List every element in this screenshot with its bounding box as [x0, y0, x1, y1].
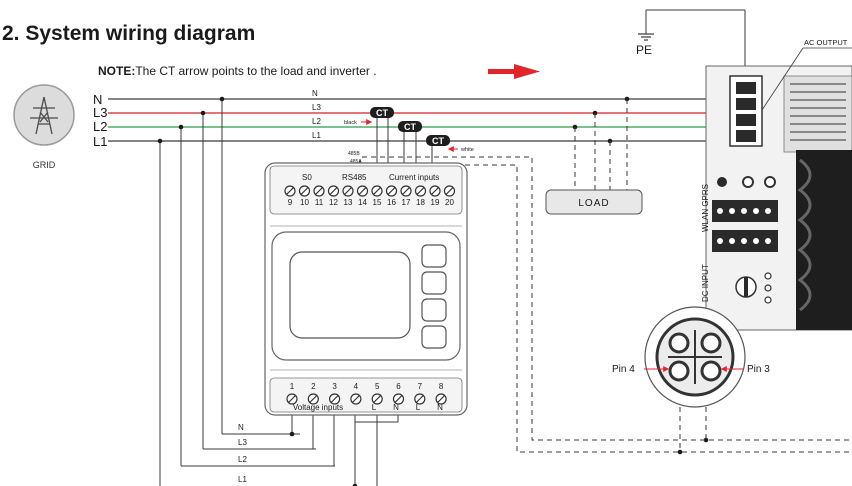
- terminal-slot: [373, 395, 382, 403]
- terminal-slot: [315, 187, 323, 195]
- meter-group-rs485: RS485: [342, 173, 367, 182]
- bottom-label-l3: L3: [238, 438, 247, 447]
- terminal-slot: [415, 395, 424, 403]
- meter-top-terminal-20: 20: [445, 198, 454, 207]
- meter-bottom-terminal-4: 4: [354, 382, 359, 391]
- grid-tower-icon: [13, 84, 75, 146]
- inverter: [705, 65, 852, 331]
- meter-sub-n-1: N: [393, 403, 399, 412]
- pin4-label: Pin 4: [612, 364, 635, 375]
- meter-top-terminal-18: 18: [416, 198, 425, 207]
- note-label: NOTE:: [98, 64, 136, 78]
- ac-output-label: AC OUTPUT: [804, 38, 848, 47]
- meter-bottom-terminal-5: 5: [375, 382, 380, 391]
- meter-sub-l-2: L: [416, 403, 421, 412]
- ac-output-leader: [761, 47, 804, 111]
- note-arrow-icon: [488, 64, 540, 79]
- meter-top-terminal-19: 19: [431, 198, 440, 207]
- meter-bottom-terminals: 1 2 3 4 5 6 7 8: [286, 382, 447, 405]
- terminal-slot: [402, 187, 410, 195]
- terminal-slot: [288, 395, 296, 403]
- meter-group-s0: S0: [302, 173, 312, 182]
- meter-sub-n-2: N: [437, 403, 443, 412]
- load-box: LOAD: [545, 189, 643, 215]
- bus-label-n: N: [93, 92, 102, 107]
- load-wiring: [574, 99, 628, 190]
- svg-text:LOAD: LOAD: [578, 198, 609, 209]
- bus-mid-l3: L3: [312, 103, 321, 112]
- meter-group-current: Current inputs: [389, 173, 439, 182]
- terminal-slot: [329, 187, 338, 195]
- inverter-dc-input: DC INPUT: [701, 264, 710, 302]
- bus-label-l1: L1: [93, 134, 107, 149]
- bus-mid-l1: L1: [312, 131, 321, 140]
- bus-mid-l2: L2: [312, 117, 321, 126]
- meter-bottom-terminal-8: 8: [439, 382, 444, 391]
- bottom-label-l1: L1: [238, 475, 247, 484]
- meter-top-terminal-10: 10: [300, 198, 309, 207]
- terminal-slot: [445, 187, 454, 195]
- ct-note: NOTE:The CT arrow points to the load and…: [98, 64, 377, 78]
- terminal-slot: [437, 395, 446, 403]
- meter-voltage-inputs: Voltage inputs: [293, 403, 343, 412]
- bus-mid-n: N: [312, 89, 318, 98]
- pe-label: PE: [636, 43, 652, 57]
- terminal-slot: [344, 187, 352, 195]
- energy-meter: [264, 162, 468, 416]
- ct-black-label: black: [344, 120, 357, 126]
- meter-bottom-terminal-7: 7: [418, 382, 423, 391]
- terminal-slot: [431, 187, 439, 195]
- svg-text:CT: CT: [376, 108, 388, 118]
- ct-clamp-l3: CT: [370, 107, 394, 118]
- meter-bottom-terminal-6: 6: [396, 382, 401, 391]
- terminal-slot: [373, 187, 381, 195]
- svg-text:CT: CT: [404, 122, 416, 132]
- bottom-label-n: N: [238, 423, 244, 432]
- rs485-cable: [359, 156, 852, 453]
- bottom-label-l2: L2: [238, 455, 247, 464]
- meter-top-terminal-13: 13: [344, 198, 353, 207]
- terminal-slot: [394, 395, 403, 403]
- meter-sub-l-1: L: [372, 403, 377, 412]
- ct-white-label: white: [460, 147, 474, 153]
- terminal-slot: [330, 395, 339, 403]
- grid-label: GRID: [33, 160, 56, 170]
- meter-bottom-terminal-1: 1: [290, 382, 295, 391]
- meter-top-terminal-9: 9: [288, 198, 293, 207]
- rs485-a-label: 485A: [350, 159, 362, 165]
- terminal-slot: [358, 187, 367, 195]
- meter-bottom-terminal-2: 2: [311, 382, 316, 391]
- meter-bottom-terminal-3: 3: [332, 382, 337, 391]
- meter-top-terminal-14: 14: [358, 198, 367, 207]
- terminal-slot: [416, 187, 425, 195]
- pin3-label: Pin 3: [747, 364, 770, 375]
- terminal-slot: [351, 395, 360, 403]
- meter-top-terminal-16: 16: [387, 198, 396, 207]
- bus-label-l2: L2: [93, 119, 107, 134]
- terminal-slot: [300, 187, 309, 195]
- meter-top-terminal-17: 17: [402, 198, 411, 207]
- meter-top-terminal-15: 15: [373, 198, 382, 207]
- connector-leads: [679, 407, 707, 452]
- meter-top-terminals: 9 10 11 12 13 14 15 16 17 18 19 20: [284, 185, 456, 207]
- terminal-slot: [387, 187, 396, 195]
- bus-label-l3: L3: [93, 105, 107, 120]
- ct-clamp-l2: CT: [398, 121, 422, 132]
- meter-top-terminal-11: 11: [315, 198, 324, 207]
- ct-clamp-l1: CT: [426, 135, 450, 146]
- note-text: The CT arrow points to the load and inve…: [135, 64, 377, 78]
- inverter-wlan-gprs: WLAN GPRS: [701, 184, 710, 232]
- page-title: 2. System wiring diagram: [2, 22, 256, 45]
- rs485-b-label: 485B: [348, 151, 360, 157]
- terminal-slot: [309, 395, 318, 403]
- terminal-slot: [286, 187, 294, 195]
- svg-text:CT: CT: [432, 136, 444, 146]
- meter-top-terminal-12: 12: [329, 198, 338, 207]
- meter-connector-icon: [644, 306, 746, 408]
